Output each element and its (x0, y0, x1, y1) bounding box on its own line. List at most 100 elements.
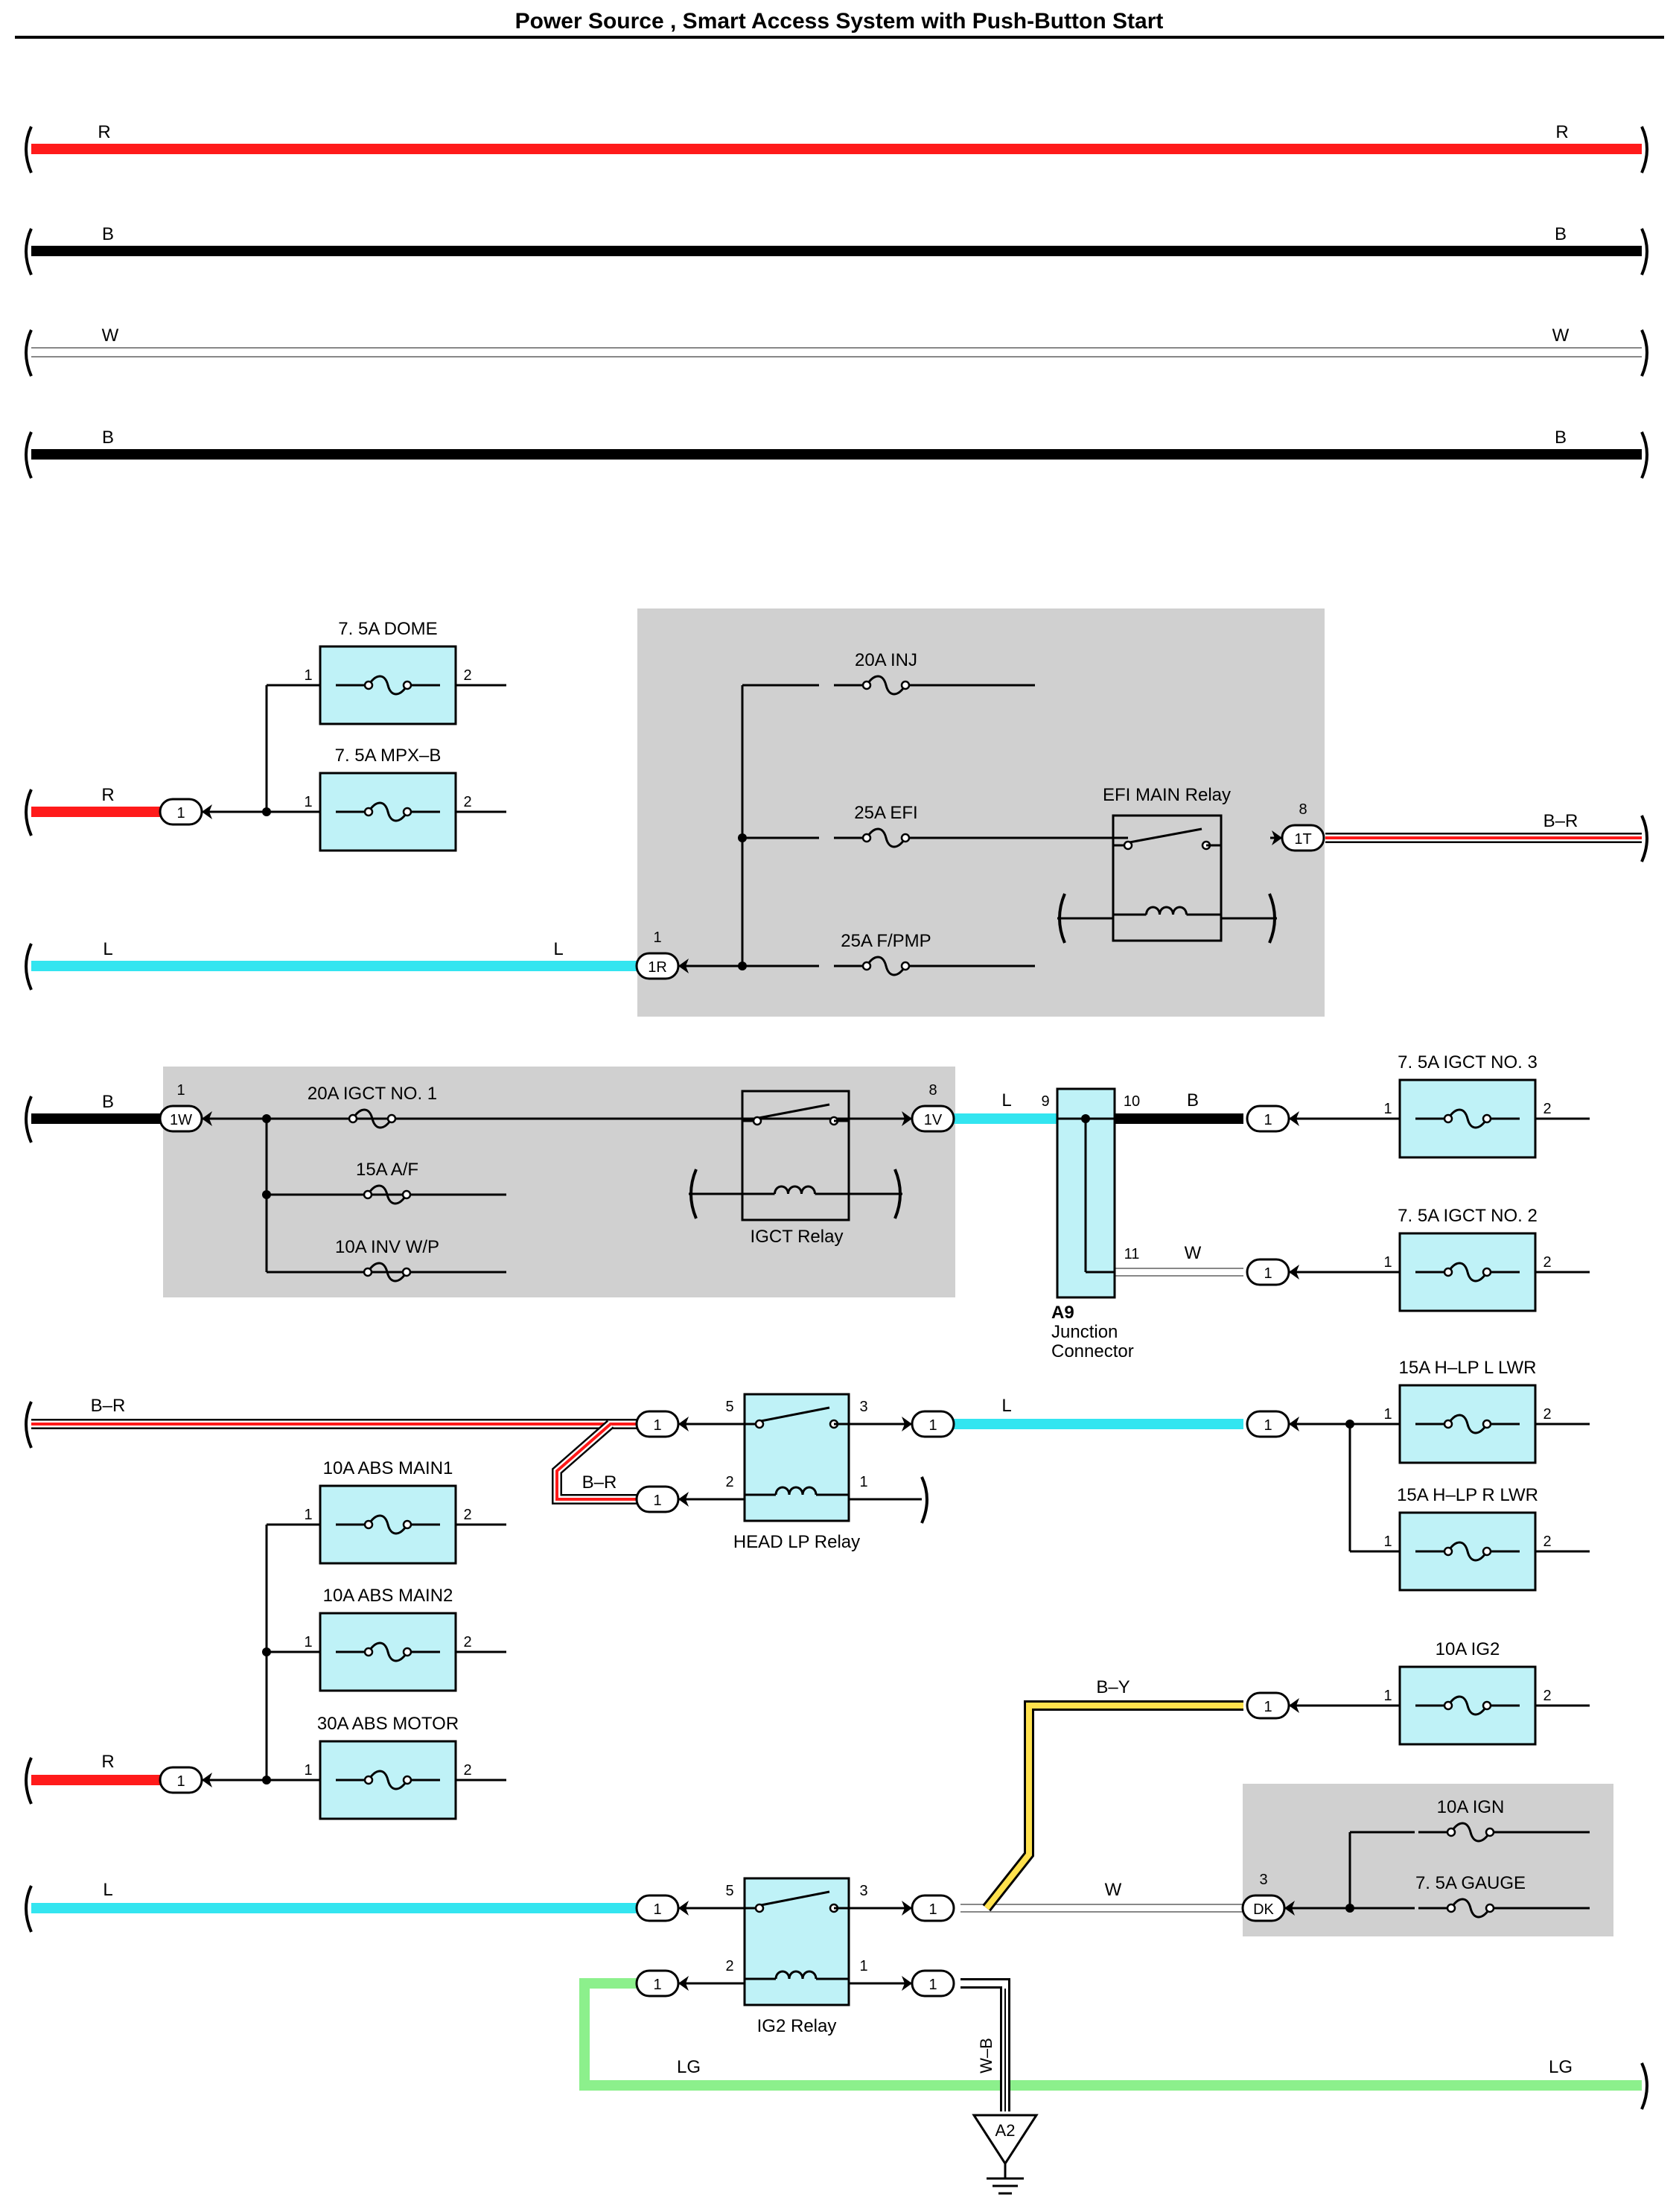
connector-ig2-in: 1 (635, 1894, 690, 1922)
wire-label-lg-left: LG (677, 2057, 701, 2077)
wire-label-w-igct: W (1185, 1243, 1202, 1263)
pin-1w: 1 (176, 1082, 185, 1099)
junction-id: A9 (1051, 1303, 1074, 1323)
connector-ig2-ground-label: 1 (928, 1977, 937, 1993)
fuse-symbol (336, 675, 440, 696)
fuse-dome-label: 7. 5A DOME (338, 619, 437, 639)
igct-relay-label: IGCT Relay (751, 1227, 844, 1247)
fuse-abs-motor-pin-1: 1 (304, 1762, 312, 1779)
connector-dome-feed-label: 1 (176, 805, 185, 821)
wire-label-l-ig2: L (103, 1880, 112, 1900)
fuse-symbol (335, 1262, 439, 1283)
fuse-hlp-r-lwr-pin-1: 1 (1383, 1534, 1392, 1550)
pin-dk-3: 3 (1259, 1872, 1267, 1888)
pin-hlp-3: 3 (859, 1399, 867, 1415)
fuse-hlp-l-lwr-label: 15A H–LP L LWR (1399, 1358, 1537, 1378)
fuse-hlp-l-lwr-pin-1: 1 (1383, 1406, 1392, 1423)
fuse-symbol (336, 801, 440, 822)
wire-label-br-left: B–R (91, 1396, 126, 1416)
junction-line2: Connector (1051, 1341, 1134, 1361)
pin-ig2-5: 5 (725, 1883, 733, 1899)
fuse-igct2-label: 7. 5A IGCT NO. 2 (1398, 1206, 1538, 1226)
bus-wire-white: W W (25, 325, 1648, 377)
head-lp-relay: HEAD LP Relay (733, 1393, 860, 1552)
ig2-relay: IG2 Relay (743, 1877, 850, 2036)
fuse-igct2-pin-1: 1 (1383, 1254, 1392, 1271)
wire-label-b-right: B (1555, 224, 1567, 244)
fuse-symbol (336, 1770, 440, 1790)
fuse-ig2-pin-2: 2 (1543, 1688, 1551, 1704)
efi-main-relay: EFI MAIN Relay (1057, 785, 1277, 944)
bus-wire-black-1: B B (25, 224, 1648, 276)
connector-igct2: 1 (1246, 1258, 1301, 1286)
dome-mpxb-section: R (25, 684, 320, 836)
ign-fuse-panel (1243, 1784, 1613, 1936)
connector-ig2-out: 1 (900, 1894, 955, 1922)
fuse-igct3-pin-2: 2 (1543, 1101, 1551, 1117)
bus-wire-red: R R (25, 122, 1648, 174)
connector-ig2-fuse-label: 1 (1264, 1699, 1272, 1715)
efi-main-relay-label: EFI MAIN Relay (1103, 785, 1231, 805)
wire-label-b-igct: B (102, 1092, 114, 1112)
fuse-gauge-label: 7. 5A GAUGE (1415, 1873, 1526, 1893)
fuse-symbol (320, 1108, 424, 1129)
fuse-symbol (1415, 1108, 1520, 1129)
connector-1t-label: 1T (1294, 831, 1311, 848)
fuse-abs-main1-label: 10A ABS MAIN1 (323, 1458, 453, 1478)
connector-dk-label: DK (1253, 1901, 1274, 1918)
fuse-af-label: 15A A/F (356, 1160, 418, 1180)
fuse-efi: 25A EFI (834, 803, 938, 848)
connector-dome-feed: 1 (159, 798, 214, 826)
connector-1r: 1R (635, 952, 690, 980)
connector-1t: 1T (1270, 824, 1325, 852)
connector-hlp-in: 1 (635, 1410, 690, 1438)
fuse-dome-pin-1: 1 (304, 667, 312, 684)
ground-triangle (972, 2114, 1039, 2166)
wire-label-r-left: R (98, 122, 110, 142)
pin-1t: 8 (1299, 801, 1307, 818)
wire-label-b2-left: B (102, 428, 114, 448)
fuse-mpxb-label: 7. 5A MPX–B (335, 746, 442, 766)
fuse-symbol (1415, 1262, 1520, 1283)
fuse-hlp-r-lwr-pin-2: 2 (1543, 1534, 1551, 1550)
connector-igct3: 1 (1246, 1105, 1301, 1133)
head-lp-section: B–R B–R L (25, 1396, 1590, 1553)
connector-ig2-fuse: 1 (1246, 1691, 1301, 1720)
wire-label-r-abs: R (101, 1752, 114, 1772)
fuse-symbol (1418, 1898, 1523, 1919)
fuse-symbol (1415, 1414, 1520, 1434)
connector-igct3-label: 1 (1264, 1112, 1272, 1128)
pin-ig2-3: 3 (859, 1883, 867, 1899)
wire-label-wb: W–B (977, 2038, 995, 2073)
connector-ig2-ground: 1 (900, 1969, 955, 1998)
fuse-dome-pin-2: 2 (463, 667, 471, 684)
pin-1r: 1 (653, 929, 661, 946)
fuse-af: 15A A/F (335, 1160, 439, 1205)
wire-label-l-hlp: L (1001, 1396, 1011, 1416)
fuse-ign: 10A IGN (1418, 1797, 1523, 1843)
fuse-fpmp-label: 25A F/PMP (841, 931, 931, 951)
page-title: Power Source , Smart Access System with … (515, 9, 1164, 34)
fuse-ign-label: 10A IGN (1437, 1797, 1505, 1817)
connector-hlp-out: 1 (900, 1410, 955, 1438)
fuse-symbol (834, 827, 938, 848)
wire-label-r-right: R (1555, 122, 1568, 142)
fuse-abs-main1-pin-1: 1 (304, 1507, 312, 1523)
engine-relay-block-panel (637, 608, 1325, 1017)
junction-line1: Junction (1051, 1322, 1118, 1342)
connector-1w: 1W (159, 1105, 214, 1133)
pin-a9-10: 10 (1124, 1093, 1140, 1110)
connector-ig2-coil: 1 (635, 1969, 690, 1998)
igct-relay: IGCT Relay (689, 1090, 902, 1247)
wire-label-w-left: W (102, 325, 119, 346)
connector-1v-label: 1V (924, 1112, 943, 1128)
